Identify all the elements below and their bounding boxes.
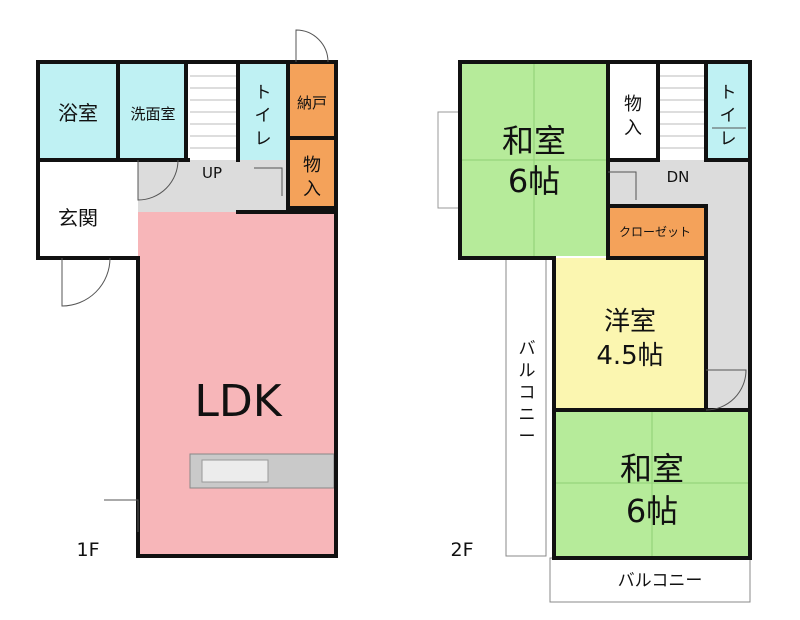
1f-storage-label-1: 物 bbox=[303, 155, 321, 176]
1f-entrance-label: 玄関 bbox=[58, 206, 98, 230]
2f-washitsu-bottom-label-2: 6帖 bbox=[626, 492, 678, 530]
2f-toilet-label-3: レ bbox=[720, 129, 737, 149]
2f-walls bbox=[458, 60, 752, 560]
1f-stair-treads bbox=[190, 75, 236, 149]
1f-stair-label: UP bbox=[202, 164, 222, 182]
2f-youshitsu-label-1: 洋室 bbox=[604, 307, 656, 337]
2f-toilet-label-2: イ bbox=[720, 106, 737, 126]
1f-toilet-label-3: レ bbox=[255, 129, 272, 149]
1f-washroom-label: 洗面室 bbox=[130, 105, 175, 123]
2f-washitsu-top-label-1: 和室 bbox=[502, 122, 566, 160]
1f-washroom bbox=[120, 64, 186, 160]
2f-washitsu-bottom-label-1: 和室 bbox=[620, 450, 684, 488]
1f-bath bbox=[38, 64, 118, 160]
2f-doors bbox=[608, 127, 747, 411]
2f-storage-label-2: 入 bbox=[624, 118, 642, 139]
2f-balcony-bottom-label: バルコニー bbox=[618, 571, 703, 591]
2f-floor-label: 2F bbox=[450, 539, 473, 561]
2f-bay-window bbox=[437, 111, 461, 209]
1f-walls bbox=[36, 60, 338, 558]
2f-storage-label-1: 物 bbox=[624, 94, 642, 115]
2f-balcony-side-label-2: ル bbox=[519, 361, 536, 381]
1f-bath-label: 浴室 bbox=[58, 101, 98, 125]
2f-balcony-side-label-5: ー bbox=[519, 427, 536, 447]
1f-toilet-label-1: ト bbox=[255, 83, 272, 103]
2f-balcony-bottom bbox=[549, 557, 751, 603]
1f-nando-label: 納戸 bbox=[297, 94, 327, 112]
1f-toilet-label-2: イ bbox=[255, 106, 272, 126]
2f-youshitsu bbox=[554, 258, 706, 408]
1f-nando bbox=[288, 64, 336, 138]
1f-storage-label-2: 入 bbox=[303, 179, 321, 200]
1f-doors bbox=[61, 29, 329, 532]
2f-balcony-side-label-4: ニ bbox=[519, 405, 536, 425]
2f-toilet-label-1: ト bbox=[720, 83, 737, 103]
2f-toilet bbox=[706, 64, 748, 160]
floor-2f: 和室 6帖 物 入 ト イ レ DN クローゼット 洋室 4.5帖 和室 6帖 … bbox=[437, 60, 752, 603]
2f-closet bbox=[608, 206, 704, 256]
2f-stair-label: DN bbox=[667, 168, 690, 186]
1f-toilet bbox=[238, 64, 288, 160]
2f-tatami-lines bbox=[460, 64, 750, 556]
2f-balcony-side-label-1: バ bbox=[519, 339, 536, 359]
2f-closet-label: クローゼット bbox=[619, 225, 691, 239]
1f-ldk bbox=[138, 212, 336, 556]
1f-floor-label: 1F bbox=[76, 539, 99, 561]
2f-stair-treads bbox=[660, 75, 704, 149]
1f-entrance bbox=[38, 160, 138, 258]
floor-1f: 浴室 洗面室 ト イ レ 納戸 物 入 UP 玄関 LDK 1F bbox=[36, 29, 338, 561]
2f-storage bbox=[608, 64, 658, 160]
2f-youshitsu-label-2: 4.5帖 bbox=[596, 341, 663, 371]
2f-washitsu-top-label-2: 6帖 bbox=[508, 162, 560, 200]
1f-storage bbox=[288, 138, 336, 208]
2f-balcony-side-label-3: コ bbox=[519, 383, 536, 403]
1f-ldk-label: LDK bbox=[194, 376, 282, 427]
2f-balcony-side bbox=[505, 257, 547, 557]
1f-sink bbox=[201, 459, 269, 483]
